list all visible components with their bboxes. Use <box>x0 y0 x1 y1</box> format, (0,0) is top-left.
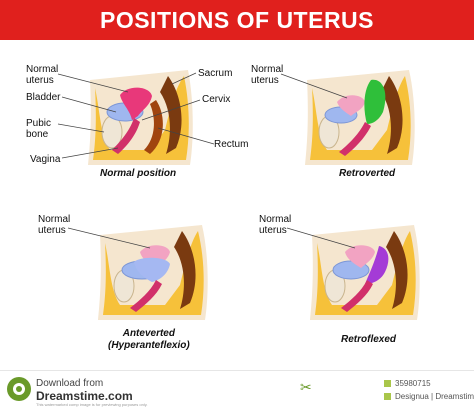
label-sacrum: Sacrum <box>198 68 233 79</box>
leader-bladder <box>61 96 117 113</box>
fat-layer <box>93 76 189 160</box>
label-vagina: Vagina <box>30 154 61 165</box>
author-square-icon <box>384 393 391 400</box>
panel-anteverted: Normal uterus Anteverted (Hyperanteflexi… <box>0 200 237 370</box>
fat-layer <box>310 76 411 160</box>
leader-normal-uterus <box>57 73 129 93</box>
rectum <box>144 100 163 154</box>
sacrum <box>386 231 408 309</box>
panel-normal-position: Normal uterus Bladder Pubic bone Vagina … <box>0 40 248 200</box>
label-normal-uterus: Normal uterus <box>26 64 59 86</box>
label-bladder: Bladder <box>26 92 61 103</box>
sacrum <box>381 76 403 154</box>
leader-pubic-bone <box>57 123 105 133</box>
id-square-icon <box>384 380 391 387</box>
normal-position-illustration <box>57 70 215 165</box>
anteverted-illustration <box>67 225 208 320</box>
sacrum <box>174 231 196 309</box>
fine-print: This watermarked comp image is for previ… <box>36 402 148 407</box>
caption-anteverted: Anteverted (Hyperanteflexio) <box>108 328 190 351</box>
leader-sacrum <box>171 72 197 85</box>
download-from-text: Download from <box>36 378 104 389</box>
footer-watermark-bar: Download from Dreamstime.com This waterm… <box>0 370 474 409</box>
uterus-retroflexed <box>365 246 389 284</box>
leader-rectum <box>157 127 215 145</box>
caption-retroflexed: Retroflexed <box>341 334 397 345</box>
author-row: Designua | Dreamstime.com <box>384 392 474 401</box>
leader-normal-uterus <box>286 227 356 249</box>
fat-layer <box>103 231 204 315</box>
label-rectum: Rectum <box>214 139 249 150</box>
label-normal-uterus: Normal uterus <box>38 214 71 236</box>
uterus-retroverted <box>364 79 386 124</box>
retroflexed-illustration <box>286 225 420 320</box>
leader-vagina <box>61 147 119 159</box>
site-name-link[interactable]: Dreamstime.com <box>36 389 133 403</box>
author-credit: Designua | Dreamstime.com <box>395 392 474 401</box>
uterus <box>120 87 152 120</box>
caption-normal-position: Normal position <box>100 168 177 179</box>
label-normal-uterus: Normal uterus <box>259 214 292 236</box>
label-normal-uterus: Normal uterus <box>251 64 284 86</box>
panel-retroverted: Normal uterus Retroverted <box>237 40 474 200</box>
cervix-vagina <box>112 118 140 154</box>
leader-cervix <box>141 99 201 121</box>
page-title: POSITIONS OF UTERUS <box>99 6 375 33</box>
normal-uterus-outline <box>345 245 375 268</box>
leader-normal-uterus <box>280 73 348 99</box>
normal-uterus-outline <box>337 95 365 116</box>
image-id: 35980715 <box>395 379 431 388</box>
cervix <box>341 280 373 312</box>
cervix <box>130 280 162 312</box>
cervix <box>339 122 371 156</box>
retroverted-illustration <box>280 70 415 165</box>
uterus-anteverted <box>134 257 170 282</box>
label-pubic-bone: Pubic bone <box>26 118 52 140</box>
caption-retroverted: Retroverted <box>339 168 396 179</box>
title-banner: POSITIONS OF UTERUS <box>0 0 474 40</box>
dreamstime-logo-icon <box>7 377 31 401</box>
scissors-icon: ✂ <box>300 379 312 395</box>
label-cervix: Cervix <box>202 94 231 105</box>
panel-retroflexed: Normal uterus Retroflexed <box>237 200 474 370</box>
fat-layer <box>315 231 416 315</box>
image-id-row: 35980715 <box>384 379 431 388</box>
sacrum <box>160 76 182 154</box>
leader-normal-uterus <box>67 227 151 249</box>
